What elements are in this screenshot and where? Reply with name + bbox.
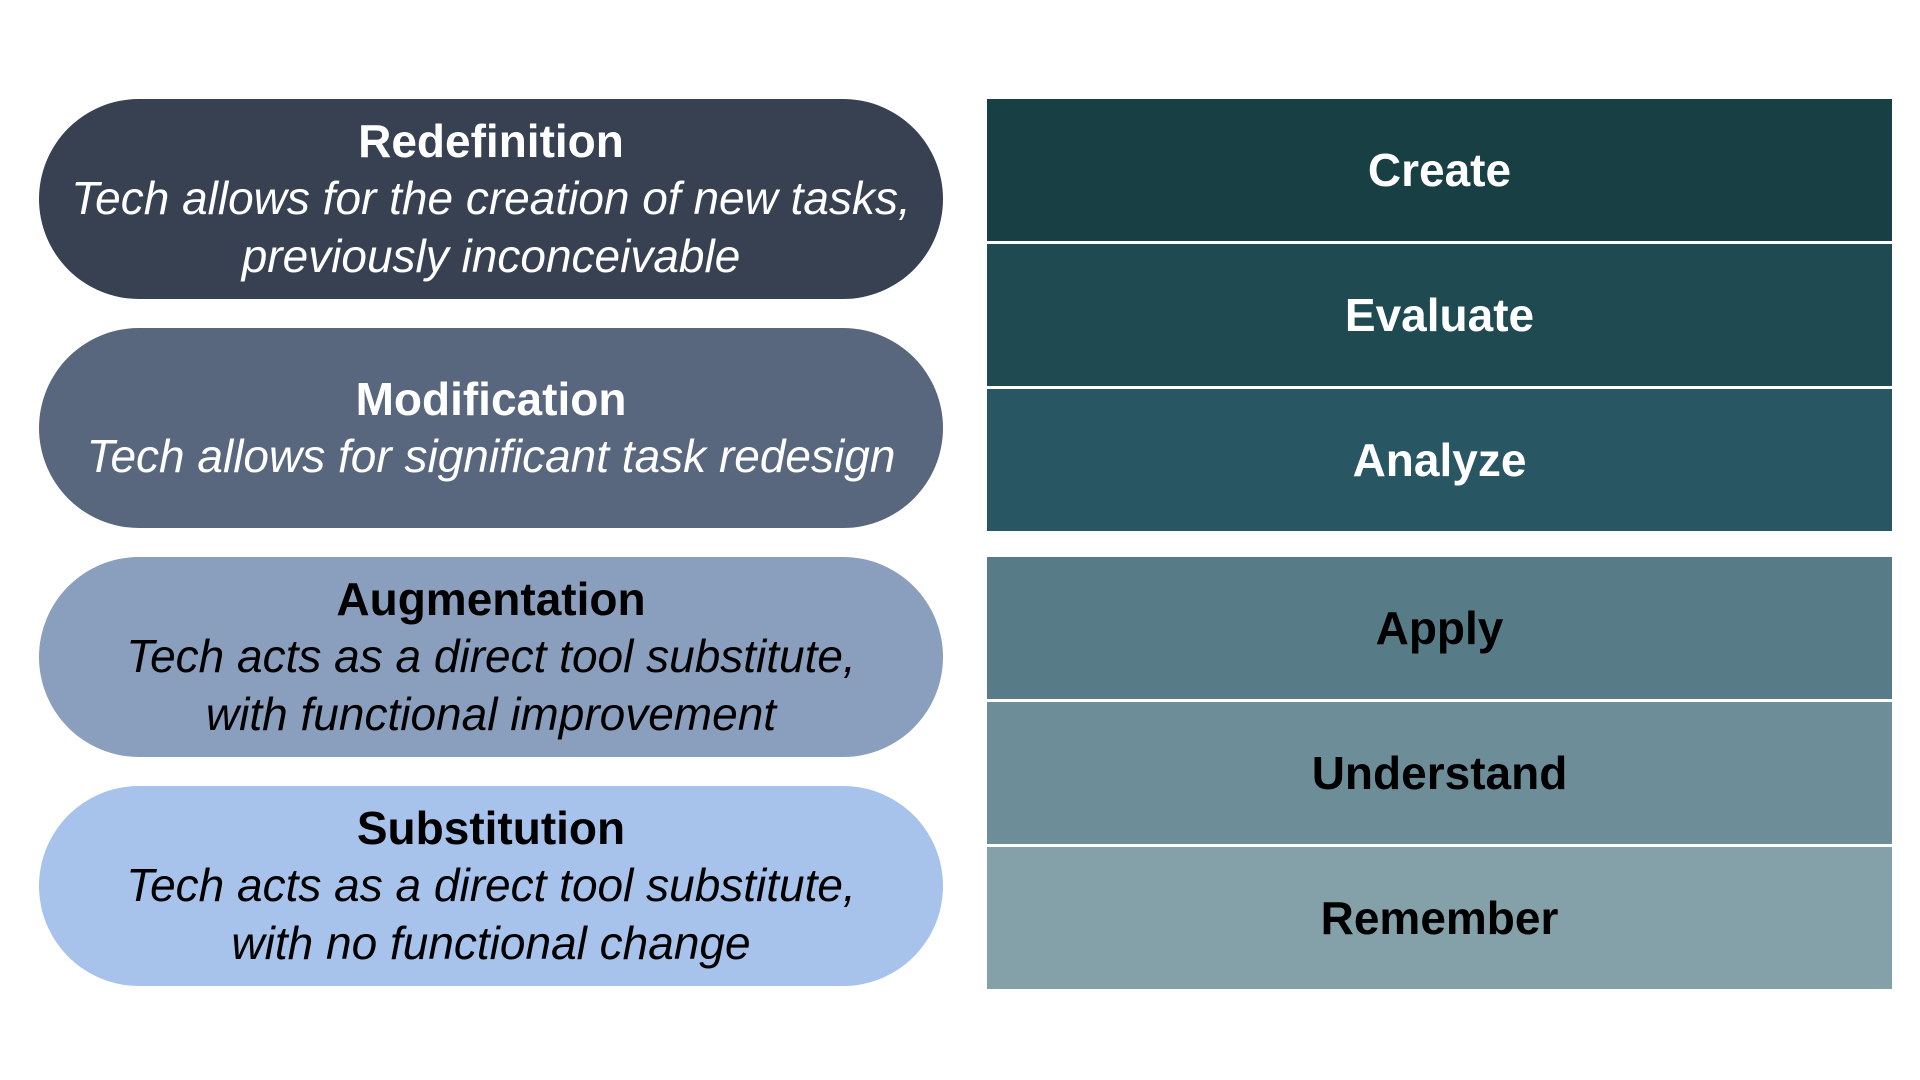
bloom-level-remember: Remember <box>987 844 1892 989</box>
bloom-level-analyze: Analyze <box>987 386 1892 531</box>
bloom-level-evaluate: Evaluate <box>987 241 1892 386</box>
samr-augmentation-desc-line-1: Tech acts as a direct tool substitute, <box>126 630 856 682</box>
samr-substitution-title: Substitution <box>356 802 626 854</box>
samr-redefinition-pill: Redefinition Tech allows for the creatio… <box>39 99 943 299</box>
samr-augmentation-desc-line-2: with functional improvement <box>205 688 777 740</box>
bloom-level-create: Create <box>987 99 1892 241</box>
bloom-level-understand: Understand <box>987 699 1892 844</box>
bloom-lower-order-block: Apply Understand Remember <box>987 557 1892 989</box>
samr-modification-title: Modification <box>355 373 627 425</box>
samr-redefinition-desc-line-2: previously inconceivable <box>241 230 741 282</box>
samr-substitution-pill: Substitution Tech acts as a direct tool … <box>39 786 943 986</box>
samr-substitution-desc-line-2: with no functional change <box>231 917 751 969</box>
bloom-higher-order-block: Create Evaluate Analyze <box>987 99 1892 531</box>
samr-modification-pill: Modification Tech allows for significant… <box>39 328 943 528</box>
samr-augmentation-pill: Augmentation Tech acts as a direct tool … <box>39 557 943 757</box>
bloom-level-apply: Apply <box>987 557 1892 699</box>
samr-substitution-desc-line-1: Tech acts as a direct tool substitute, <box>126 859 856 911</box>
samr-redefinition-title: Redefinition <box>358 115 624 167</box>
samr-redefinition-desc-line-1: Tech allows for the creation of new task… <box>71 172 911 224</box>
samr-modification-desc-line-1: Tech allows for significant task redesig… <box>86 430 896 482</box>
samr-augmentation-title: Augmentation <box>336 573 646 625</box>
